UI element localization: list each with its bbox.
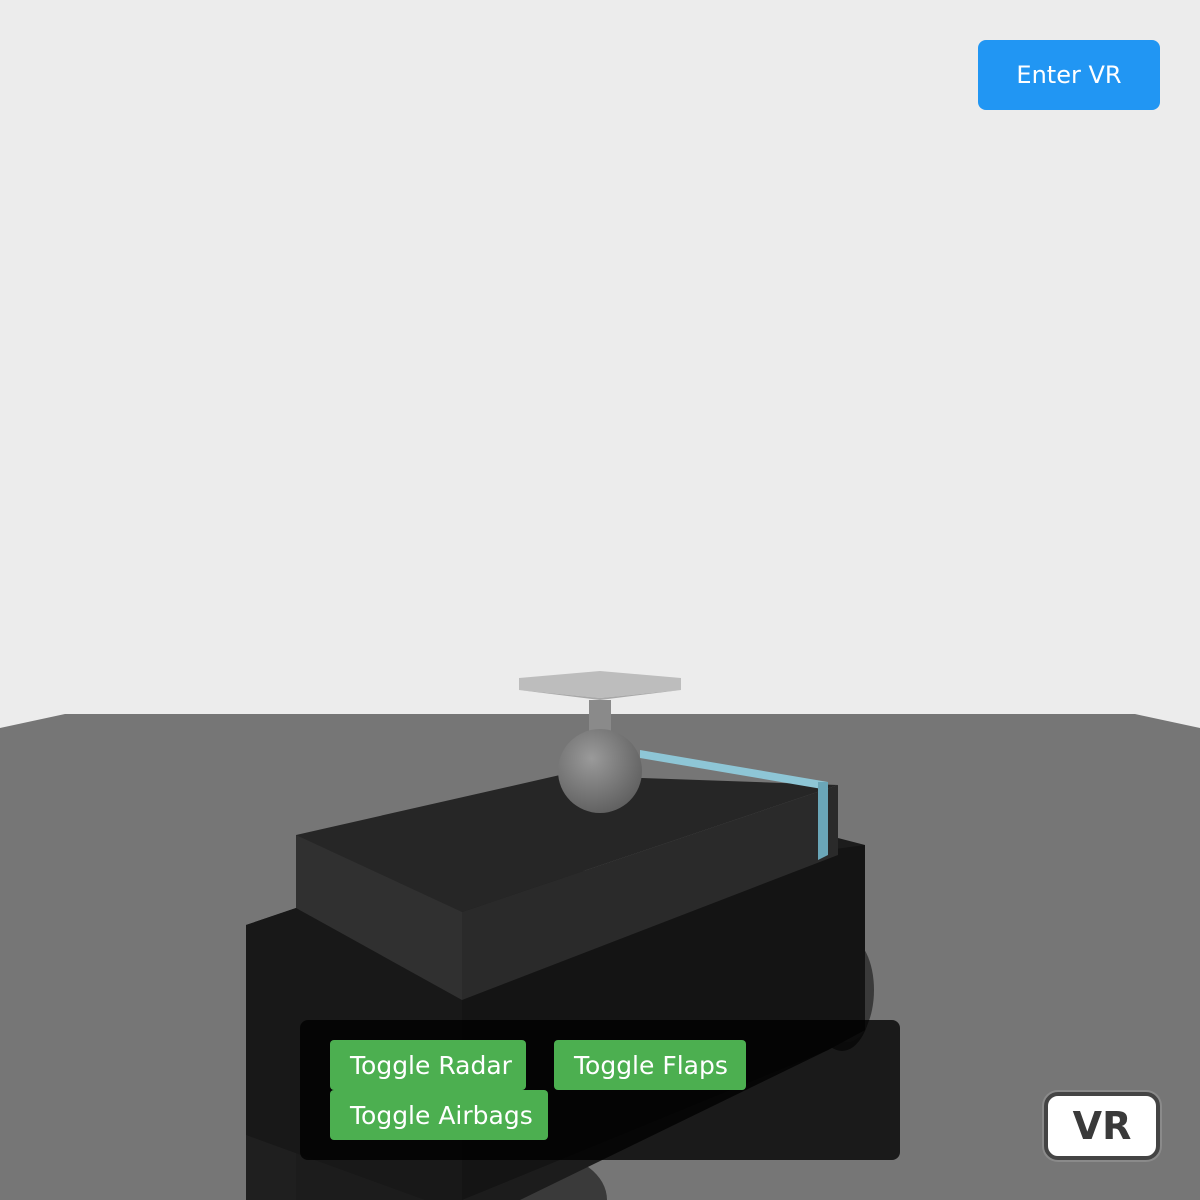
enter-vr-button[interactable]: Enter VR	[978, 40, 1160, 110]
rear-flap	[640, 750, 828, 860]
vr-badge-label: VR	[1072, 1104, 1132, 1148]
car-cabin	[296, 775, 838, 1000]
toggle-airbags-button[interactable]: Toggle Airbags	[330, 1090, 548, 1140]
radar-dish	[519, 671, 681, 698]
toggle-flaps-button[interactable]: Toggle Flaps	[554, 1040, 746, 1090]
radar-pole	[589, 700, 611, 738]
vr-mode-icon[interactable]: VR	[1044, 1092, 1160, 1160]
radar-assembly	[519, 671, 681, 813]
toggle-radar-button[interactable]: Toggle Radar	[330, 1040, 526, 1090]
radar-sphere	[558, 729, 642, 813]
controls-panel: Toggle Radar Toggle Flaps Toggle Airbags	[300, 1020, 900, 1160]
